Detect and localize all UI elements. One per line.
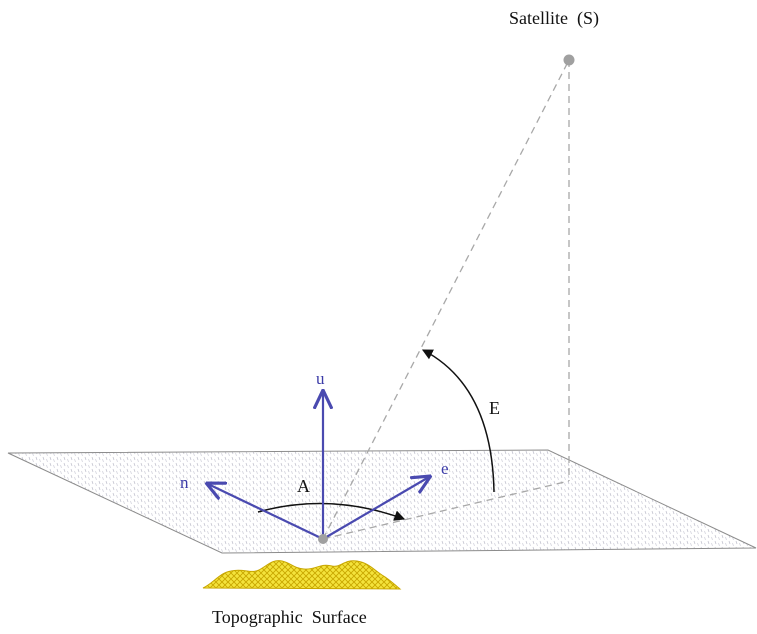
north-vector-label: n — [180, 473, 189, 492]
satellite-label: Satellite (S) — [509, 8, 599, 29]
horizontal-projection-dashed — [322, 480, 570, 540]
topographic-terrain — [202, 560, 402, 590]
line-of-sight-dashed — [322, 59, 570, 540]
satellite-point — [563, 54, 575, 66]
elevation-arc — [421, 349, 495, 493]
east-vector-arrow — [322, 477, 429, 540]
east-vector-label: e — [441, 459, 449, 478]
elevation-label: E — [489, 398, 500, 418]
observer-point — [318, 534, 328, 544]
up-vector-label: u — [316, 369, 325, 388]
topographic-surface-label: Topographic Surface — [212, 607, 367, 627]
azimuth-label: A — [297, 476, 310, 496]
local-horizon-plane — [7, 449, 757, 554]
north-vector-arrow — [208, 484, 324, 540]
azimuth-arc — [257, 502, 406, 521]
